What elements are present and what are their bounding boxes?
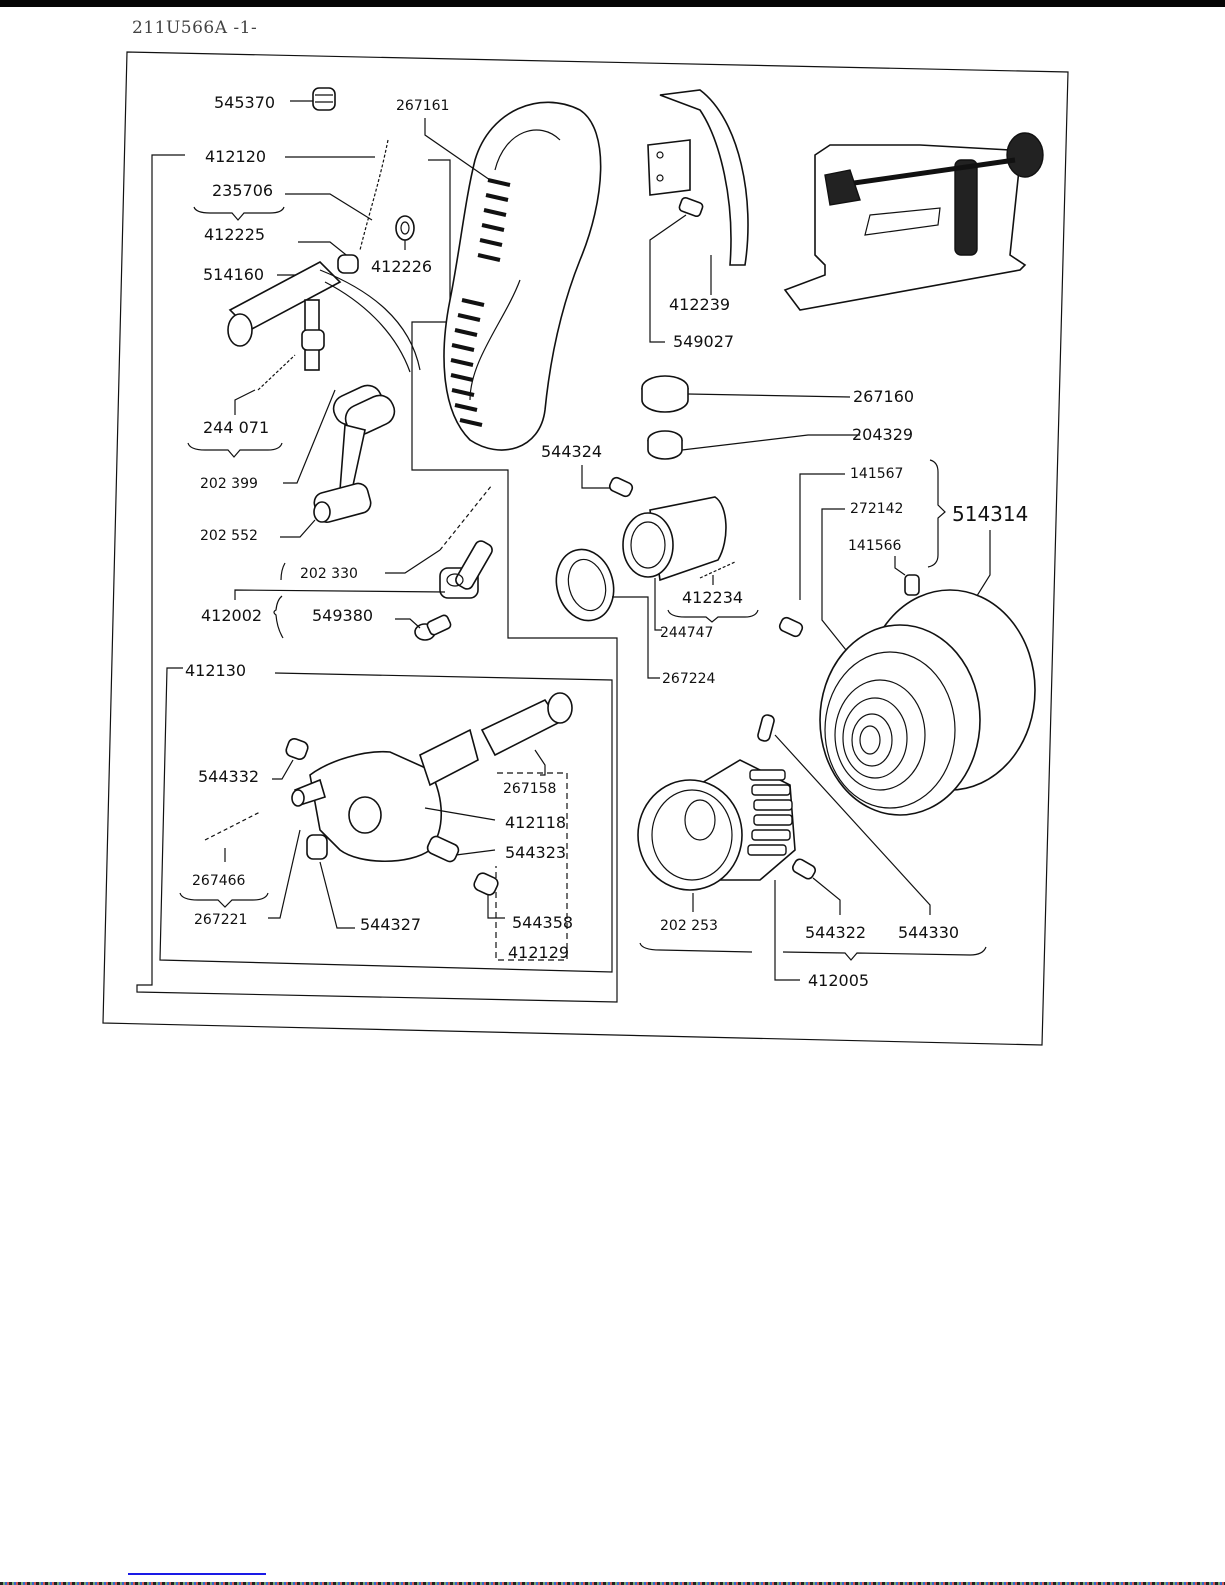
label-514160: 514160 xyxy=(203,265,264,284)
group-frame-412130 xyxy=(159,667,613,973)
scan-link-underline xyxy=(128,1573,266,1575)
label-549380: 549380 xyxy=(312,606,373,625)
label-204329: 204329 xyxy=(852,425,913,444)
part-202552-crank-hub[interactable] xyxy=(312,481,373,524)
part-235706-wick[interactable] xyxy=(359,139,389,251)
label-412239: 412239 xyxy=(669,295,730,314)
label-412120: 412120 xyxy=(205,147,266,166)
part-244071-wick[interactable] xyxy=(234,354,296,415)
part-544332-screw[interactable] xyxy=(272,737,309,780)
brace-244071 xyxy=(187,442,283,458)
label-412130: 412130 xyxy=(185,661,246,680)
part-412118-eccentric-shaft[interactable] xyxy=(291,692,573,863)
brace-412005 xyxy=(639,942,987,961)
part-267160-felt[interactable] xyxy=(641,375,851,413)
brace-412002-top xyxy=(280,562,286,581)
label-202330: 202 330 xyxy=(300,566,358,582)
part-412226-washer[interactable] xyxy=(395,215,415,250)
part-544323-screw[interactable] xyxy=(426,835,496,864)
label-412129: 412129 xyxy=(508,943,569,962)
group-frame-412120 xyxy=(136,154,618,1003)
part-412234-wick[interactable] xyxy=(699,561,736,585)
label-544327: 544327 xyxy=(360,915,421,934)
label-549027: 549027 xyxy=(673,332,734,351)
label-544323: 544323 xyxy=(505,843,566,862)
brace-235706-412225 xyxy=(193,206,285,221)
label-544324: 544324 xyxy=(541,442,602,461)
label-141566: 141566 xyxy=(848,538,902,554)
label-272142: 272142 xyxy=(850,501,903,517)
part-412002-crank-clamp[interactable] xyxy=(439,539,494,599)
part-545370-screw[interactable] xyxy=(290,87,336,111)
sewing-machine-illustration xyxy=(783,132,1044,311)
label-267224: 267224 xyxy=(662,671,716,687)
document-id: 211U566A -1- xyxy=(132,18,258,38)
part-202399-crank[interactable] xyxy=(329,381,399,491)
part-244747-bushing[interactable] xyxy=(622,496,727,631)
label-544332: 544332 xyxy=(198,767,259,786)
part-141566-screw[interactable] xyxy=(894,556,920,596)
label-202552: 202 552 xyxy=(200,528,258,544)
brace-412234-244747 xyxy=(667,609,759,623)
part-267224-oil-ring[interactable] xyxy=(549,543,660,679)
brace-267221 xyxy=(179,892,269,908)
scan-bottom-border xyxy=(0,1582,1225,1585)
label-267466: 267466 xyxy=(192,873,246,889)
part-544330-screw[interactable] xyxy=(757,714,931,915)
part-412005-gear[interactable] xyxy=(637,759,800,981)
label-235706: 235706 xyxy=(212,181,273,200)
label-202253: 202 253 xyxy=(660,918,718,934)
part-544358-screw[interactable] xyxy=(472,871,505,919)
label-545370: 545370 xyxy=(214,93,275,112)
label-412002: 412002 xyxy=(201,606,262,625)
part-544322-screw[interactable] xyxy=(791,857,841,915)
part-141567-screw[interactable] xyxy=(778,616,804,638)
label-267161: 267161 xyxy=(396,98,449,114)
label-514314: 514314 xyxy=(952,502,1028,526)
label-141567: 141567 xyxy=(850,466,903,482)
part-272142-pulley[interactable] xyxy=(819,589,1036,816)
label-544358: 544358 xyxy=(512,913,573,932)
label-244071: 244 071 xyxy=(203,418,269,437)
label-412226: 412226 xyxy=(371,257,432,276)
part-412239-belt-guard[interactable] xyxy=(647,89,749,295)
label-544330: 544330 xyxy=(898,923,959,942)
label-544322: 544322 xyxy=(805,923,866,942)
part-544324-screw[interactable] xyxy=(581,465,634,498)
label-267221: 267221 xyxy=(194,912,247,928)
label-412005: 412005 xyxy=(808,971,869,990)
part-544327-screw[interactable] xyxy=(306,834,355,929)
part-549380-screw[interactable] xyxy=(395,614,452,641)
brace-514314 xyxy=(927,459,946,568)
part-202330-wick[interactable] xyxy=(385,484,493,574)
label-412234: 412234 xyxy=(682,588,743,607)
part-549027-screw[interactable] xyxy=(649,196,704,343)
label-202399: 202 399 xyxy=(200,476,258,492)
part-514160-oil-lever[interactable] xyxy=(227,254,421,373)
part-267161-timing-belt[interactable] xyxy=(424,101,602,451)
label-244747: 244747 xyxy=(660,625,713,641)
scan-top-border xyxy=(0,0,1225,7)
label-267158: 267158 xyxy=(503,781,556,797)
part-267466-wick[interactable] xyxy=(204,811,261,862)
outer-frame xyxy=(102,51,1069,1046)
label-412118: 412118 xyxy=(505,813,566,832)
part-204329-felt[interactable] xyxy=(647,430,860,460)
brace-412002 xyxy=(273,595,284,639)
label-412225: 412225 xyxy=(204,225,265,244)
label-267160: 267160 xyxy=(853,387,914,406)
